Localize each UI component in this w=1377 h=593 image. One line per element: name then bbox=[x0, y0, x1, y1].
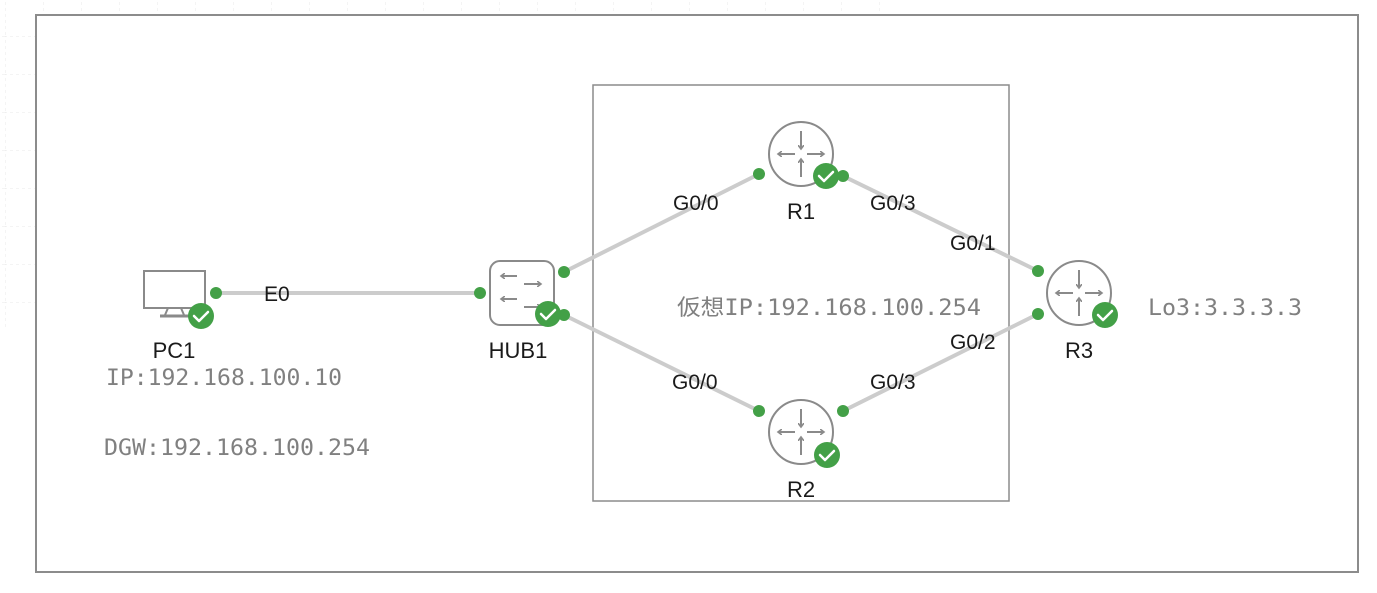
node-r3[interactable]: R3 bbox=[1046, 260, 1118, 363]
node-label-hub1: HUB1 bbox=[489, 338, 548, 363]
link-hub1-r1[interactable] bbox=[563, 172, 760, 274]
port-label-r1-g00: G0/0 bbox=[673, 192, 719, 215]
port-dot-hub1-1[interactable] bbox=[474, 287, 486, 299]
port-dot-r3-g02[interactable] bbox=[1032, 308, 1044, 320]
port-label-r2-g00: G0/0 bbox=[672, 371, 718, 394]
check-circle-icon bbox=[188, 303, 214, 329]
links bbox=[216, 172, 1039, 413]
node-label-r2: R2 bbox=[787, 477, 815, 502]
annotations: IP:192.168.100.10 DGW:192.168.100.254 仮想… bbox=[104, 296, 1302, 461]
port-dots bbox=[210, 168, 1044, 417]
node-r2[interactable]: R2 bbox=[768, 399, 840, 502]
port-dot-r3-g01[interactable] bbox=[1032, 265, 1044, 277]
node-label-r3: R3 bbox=[1065, 338, 1093, 363]
router-arrows-icon bbox=[768, 121, 834, 187]
port-label-r2-g03: G0/3 bbox=[870, 371, 916, 394]
port-dot-r1-g03[interactable] bbox=[837, 170, 849, 182]
hub-arrows-icon bbox=[489, 260, 555, 326]
pc-ip-note: IP:192.168.100.10 bbox=[106, 366, 342, 391]
r3-loopback-note: Lo3:3.3.3.3 bbox=[1148, 296, 1302, 321]
port-label-r3-g02: G0/2 bbox=[950, 331, 996, 354]
node-r1[interactable]: R1 bbox=[768, 121, 839, 224]
check-circle-icon bbox=[814, 442, 840, 468]
port-label-r1-g03: G0/3 bbox=[870, 192, 916, 215]
check-circle-icon bbox=[1092, 302, 1118, 328]
node-label-r1: R1 bbox=[787, 199, 815, 224]
port-label-r3-g01: G0/1 bbox=[950, 232, 996, 255]
router-arrows-icon bbox=[1046, 260, 1112, 326]
link-r2-r3[interactable] bbox=[842, 312, 1039, 413]
port-dot-r2-g00[interactable] bbox=[753, 405, 765, 417]
router-arrows-icon bbox=[768, 399, 834, 465]
port-dot-hub1-2[interactable] bbox=[558, 266, 570, 278]
port-dot-r2-g03[interactable] bbox=[837, 405, 849, 417]
port-dot-r1-g00[interactable] bbox=[753, 168, 765, 180]
node-pc1[interactable]: PC1 bbox=[143, 270, 214, 363]
node-label-pc1: PC1 bbox=[153, 338, 196, 363]
port-dot-hub1-3[interactable] bbox=[558, 309, 570, 321]
port-label-pc1-e0: E0 bbox=[264, 283, 290, 306]
pc-dgw-note: DGW:192.168.100.254 bbox=[104, 436, 370, 461]
link-hub1-r2[interactable] bbox=[563, 313, 760, 413]
check-circle-icon bbox=[813, 163, 839, 189]
node-hub1[interactable]: HUB1 bbox=[489, 260, 561, 363]
port-labels: E0 G0/0 G0/3 G0/1 G0/2 G0/0 G0/3 bbox=[264, 192, 996, 394]
redundancy-group-box bbox=[592, 84, 1010, 502]
background-grid bbox=[0, 0, 880, 330]
link-r1-r3[interactable] bbox=[842, 174, 1039, 273]
check-circle-icon bbox=[535, 301, 561, 327]
monitor-icon bbox=[143, 270, 206, 318]
port-dot-pc1-e0[interactable] bbox=[210, 287, 222, 299]
virtual-ip-note: 仮想IP:192.168.100.254 bbox=[677, 296, 981, 321]
